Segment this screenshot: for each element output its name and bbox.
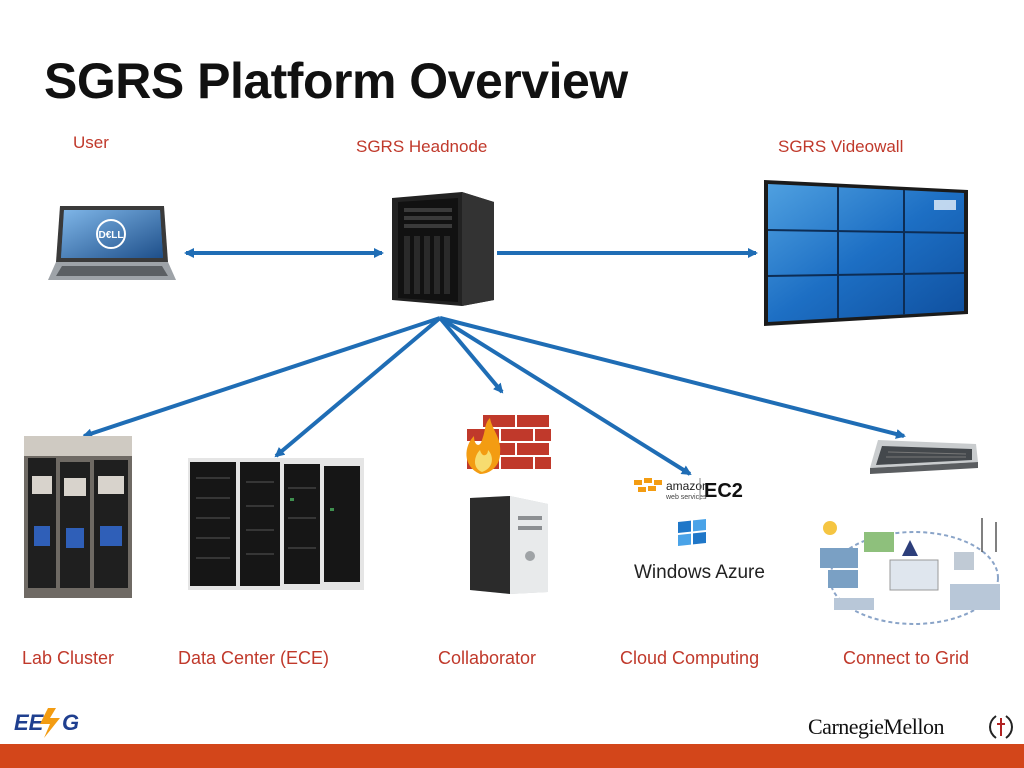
lab-cluster-label: Lab Cluster	[22, 648, 115, 668]
footer-bar	[0, 744, 1024, 768]
edge-headnode-cloud	[438, 316, 692, 476]
svg-text:G: G	[62, 710, 79, 735]
connect-to-grid-label: Connect to Grid	[843, 648, 970, 668]
carnegie-mellon-logo: CarnegieMellon	[808, 714, 944, 739]
ec2-text: EC2	[704, 480, 743, 502]
edge-headnode-grid	[439, 316, 906, 439]
slide-title: SGRS Platform Overview	[44, 53, 628, 109]
edge-headnode-lab-cluster	[82, 316, 441, 439]
lab-cluster-photo	[24, 436, 132, 598]
workstation-icon	[470, 496, 548, 594]
svg-text:EE: EE	[14, 710, 45, 735]
web-services-text: web services	[665, 494, 707, 501]
collaborator-label: Collaborator	[438, 648, 537, 668]
data-center-label: Data Center (ECE)	[178, 648, 330, 668]
user-label: User	[73, 133, 109, 152]
rack-server-icon	[870, 440, 978, 474]
firewall-icon	[465, 413, 553, 474]
videowall-icon	[764, 180, 968, 326]
edge-headnode-data-center	[274, 316, 442, 458]
cloud-computing-label: Cloud Computing	[620, 648, 760, 668]
edge-headnode-collaborator	[438, 316, 504, 394]
windows-azure-text: Windows Azure	[634, 562, 765, 583]
server-racks-photo	[188, 458, 364, 590]
cloud-logos: amazon web services EC2 Windows Azure	[634, 478, 765, 583]
amazon-text: amazon	[666, 479, 709, 493]
videowall-label: SGRS Videowall	[778, 137, 904, 156]
cloud-providers-icon: amazon web services EC2 Windows Azure	[632, 474, 772, 584]
svg-text:D€LL: D€LL	[99, 230, 124, 241]
headnode-label: SGRS Headnode	[356, 137, 488, 156]
eesg-logo: EE G	[14, 708, 79, 738]
tower-server-icon	[392, 192, 494, 306]
grid-diagram-icon	[820, 518, 1000, 625]
laptop-icon: D€LL	[48, 206, 176, 280]
cmu-seal-icon	[989, 715, 1013, 739]
